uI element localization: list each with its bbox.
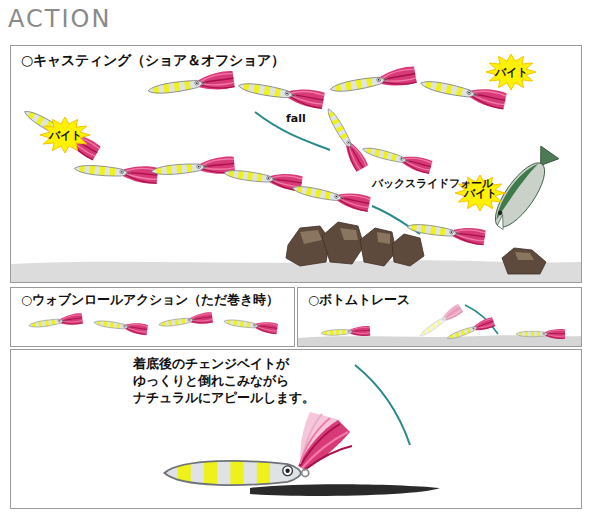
bite-burst: バイト [39,116,91,154]
bite-burst: バイト [485,53,537,91]
bite-label: バイト [495,65,528,80]
diagram-title: ACTION [8,5,111,33]
closeup-panel: 着底後のチェンジベイトが ゆっくりと倒れこみながら ナチュラルにアピールします。 [10,349,582,509]
motion-label: バックスライドフォール [372,176,493,191]
section-panel: ○ウォブンロールアクション（ただ巻き時） [10,287,295,347]
section-heading: ○ボトムトレース [308,292,571,309]
note-text: 着底後のチェンジベイトが ゆっくりと倒れこみながら ナチュラルにアピールします。 [133,356,323,407]
burst-outline [40,117,90,153]
section-panel: ○ボトムトレース [297,287,582,347]
section-heading: ○ウォブンロールアクション（ただ巻き時） [21,292,284,309]
burst-outline [486,54,536,90]
section-heading: ○キャスティング（ショア＆オフショア） [21,52,571,70]
section-panel: ○キャスティング（ショア＆オフショア）バイトバイトバイト [10,45,582,283]
motion-label: fall [286,112,306,125]
bite-label: バイト [49,128,82,143]
